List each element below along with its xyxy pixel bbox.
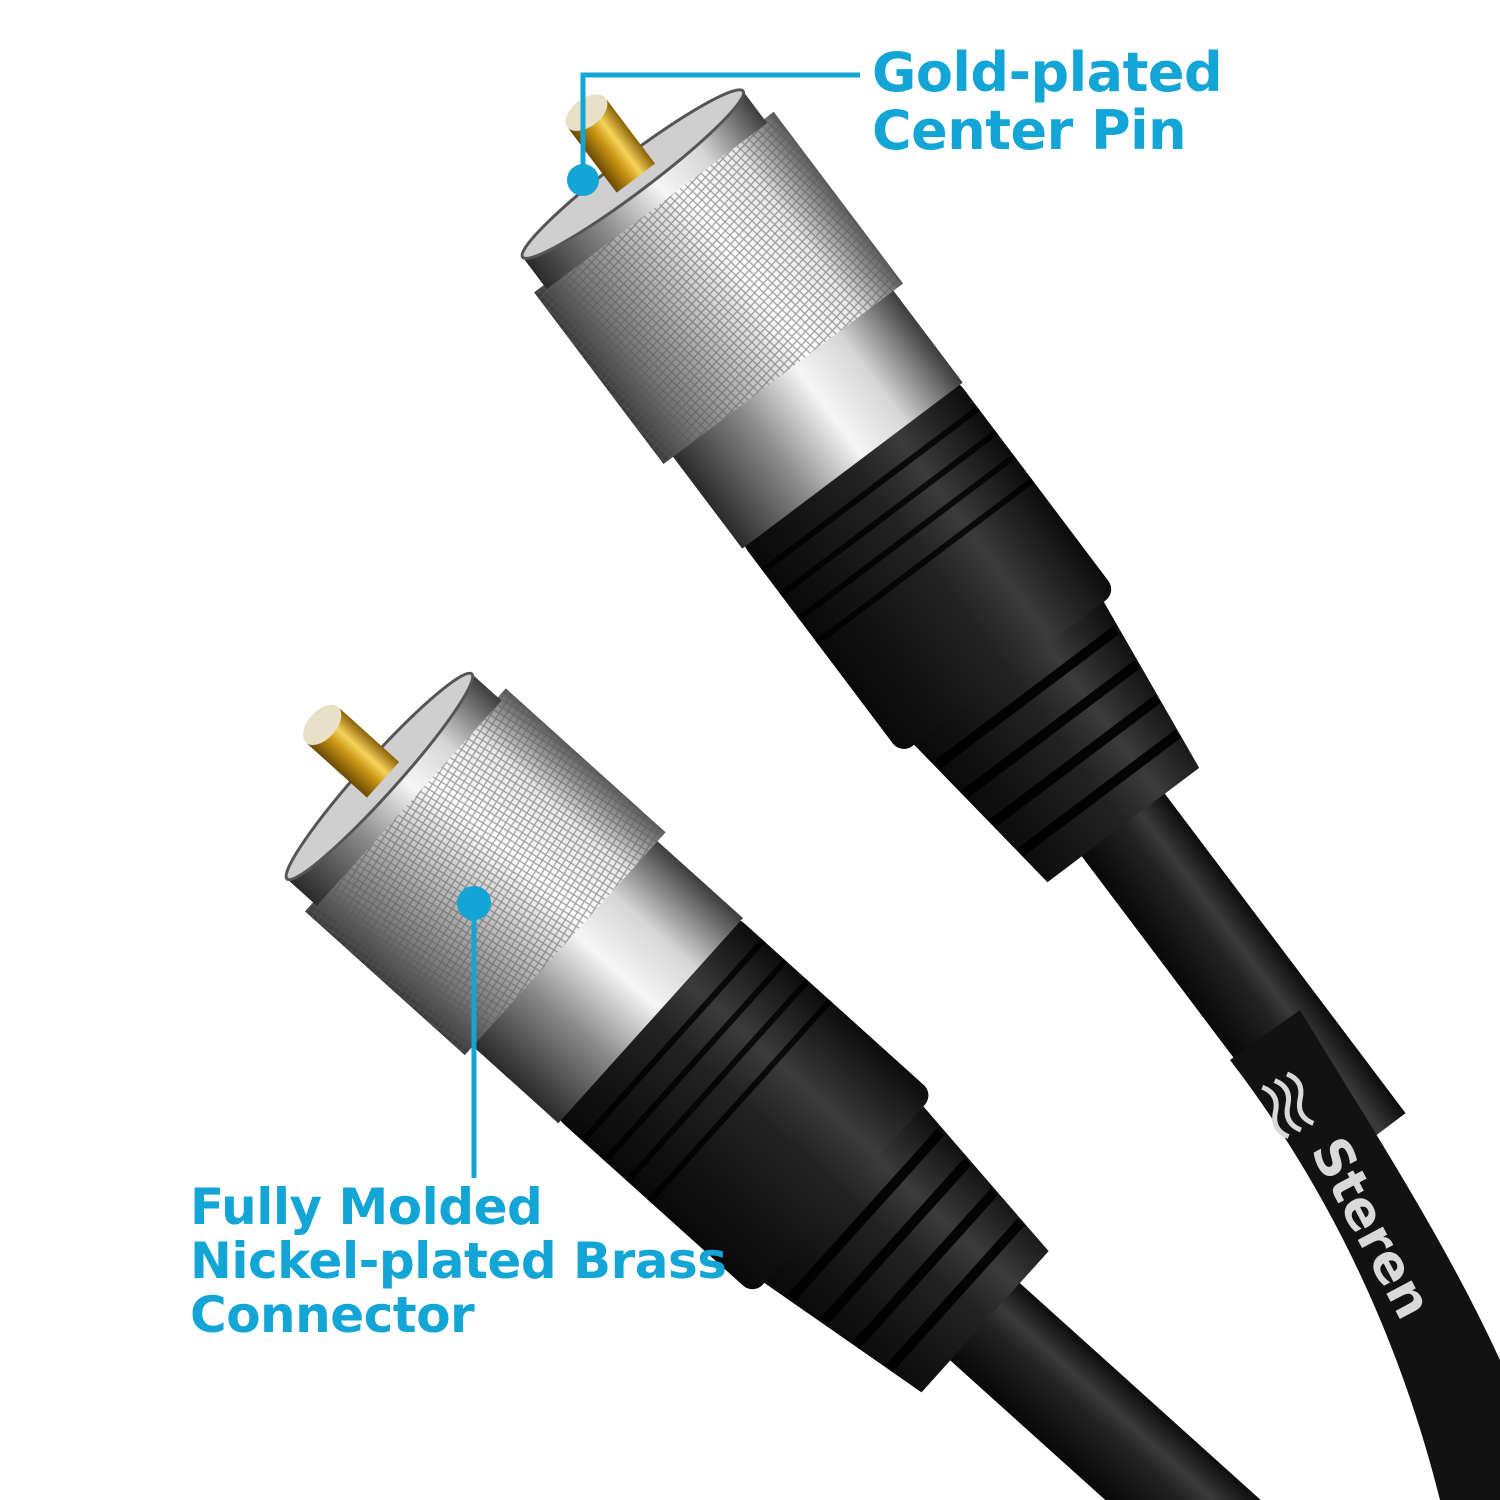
callout-nickel-plated-connector: Fully Molded Nickel-plated Brass Connect… [190,1180,727,1342]
callout-bottom-line-2: Nickel-plated Brass [190,1232,727,1290]
connector-bottom [211,604,1382,1500]
callout-top-line-1: Gold-plated [872,41,1223,104]
callout-bottom-line-3: Connector [190,1286,475,1344]
callout-top-line-2: Center Pin [872,99,1187,163]
callout-line-bottom [457,886,491,1178]
callout-bottom-line-1: Fully Molded [190,1178,543,1236]
steren-wave-logo-icon [1261,1071,1315,1139]
callout-line-top [567,72,860,196]
callout-gold-plated-center-pin: Gold-plated Center Pin [872,41,1223,163]
cable-jacket [1230,1010,1500,1500]
